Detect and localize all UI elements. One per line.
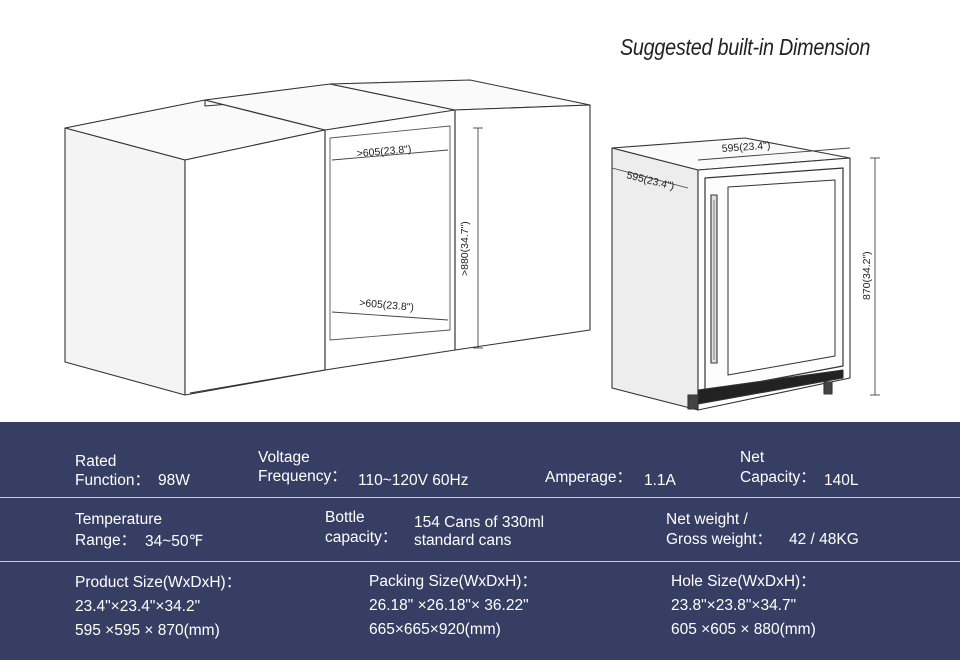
packing-size-title: Packing Size(WxDxH)： <box>369 573 537 590</box>
divider-2 <box>0 561 960 562</box>
temp-label-2: Range： <box>75 532 137 549</box>
temp-value: 34~50℉ <box>145 533 204 550</box>
rated-label-2: Function： <box>75 472 150 489</box>
product-size-inches: 23.4"×23.4"×34.2" <box>75 598 201 615</box>
product-size-title: Product Size(WxDxH)： <box>75 574 242 591</box>
bottle-label-1: Bottle <box>325 509 365 526</box>
fridge-width-label: 595(23.4") <box>721 140 770 155</box>
cabinet-dimension-lines <box>331 127 483 349</box>
dimension-illustration: >605(23.8") >605(23.8") >880(34.7") 595(… <box>64 79 880 411</box>
temp-label-1: Temperature <box>75 511 163 528</box>
cabinet-height-label: >880(34.7") <box>459 221 471 276</box>
cabinet-bottom-width-label: >605(23.8") <box>359 297 415 314</box>
bottle-value-1: 154 Cans of 330ml <box>414 514 545 531</box>
hole-size-mm: 605 ×605 × 880(mm) <box>671 621 816 638</box>
product-size-mm: 595 ×595 × 870(mm) <box>75 622 220 639</box>
fridge-height-label: 870(34.2") <box>861 251 873 300</box>
weight-label-1: Net weight / <box>666 511 748 528</box>
cabinet-opening <box>189 125 456 394</box>
hole-size-inches: 23.8"×23.8"×34.7" <box>671 597 797 614</box>
packing-size-inches: 26.18" ×26.18"× 36.22" <box>369 597 529 614</box>
packing-size-mm: 665×665×920(mm) <box>369 621 501 638</box>
voltage-label-2: Frequency： <box>258 468 347 485</box>
right-cabinet <box>204 79 591 351</box>
diagram-heading: Suggested built-in Dimension <box>620 34 871 60</box>
fridge-dimension-lines <box>611 147 880 396</box>
rated-label-1: Rated <box>75 453 117 470</box>
product-size-block: Product Size(WxDxH)： 23.4"×23.4"×34.2" 5… <box>75 571 241 643</box>
weight-label-2: Gross weight： <box>666 531 772 548</box>
hole-size-block: Hole Size(WxDxH)： 23.8"×23.8"×34.7" 605 … <box>671 570 816 642</box>
capacity-label-1: Net <box>740 449 765 466</box>
voltage-value: 110~120V 60Hz <box>358 472 469 489</box>
voltage-label-1: Voltage <box>258 449 310 466</box>
amperage-value: 1.1A <box>644 472 676 489</box>
divider-1 <box>0 497 960 498</box>
fridge <box>611 137 851 411</box>
bottle-value-2: standard cans <box>414 532 512 549</box>
hole-size-title: Hole Size(WxDxH)： <box>671 573 816 590</box>
bottle-label-2: capacity： <box>325 529 398 546</box>
capacity-value: 140L <box>824 472 859 489</box>
left-cabinet <box>64 83 349 396</box>
specs-panel: Rated Function： 98W Voltage Frequency： 1… <box>0 422 960 660</box>
weight-value: 42 / 48KG <box>789 531 859 548</box>
packing-size-block: Packing Size(WxDxH)： 26.18" ×26.18"× 36.… <box>369 570 537 642</box>
rated-value: 98W <box>158 472 190 489</box>
amperage-label: Amperage： <box>545 469 633 486</box>
dimension-diagram: Suggested built-in Dimension <box>64 34 880 411</box>
capacity-label-2: Capacity： <box>740 469 816 486</box>
cabinet-top-width-label: >605(23.8") <box>356 143 412 160</box>
